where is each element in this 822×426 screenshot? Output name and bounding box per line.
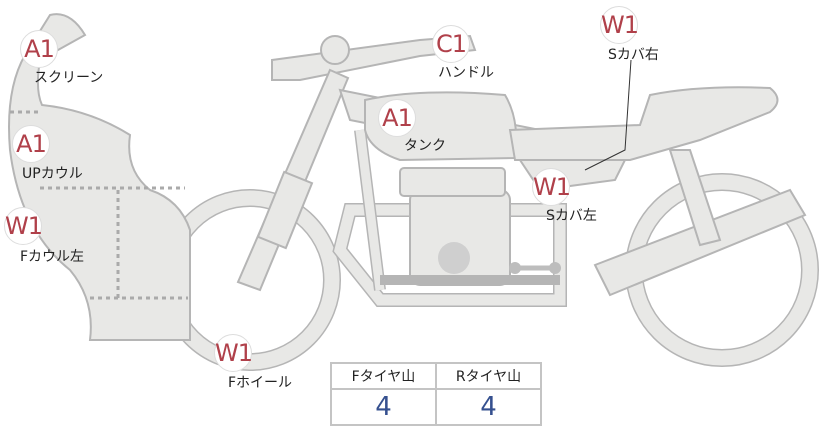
grade-badge-tank: A1 bbox=[378, 99, 416, 137]
front-cowl bbox=[8, 13, 191, 341]
part-label-tank: タンク bbox=[404, 138, 446, 154]
part-label-s-cover-left: Sカバ左 bbox=[546, 208, 597, 224]
rear-tire-value: 4 bbox=[435, 388, 542, 426]
part-label-handle: ハンドル bbox=[438, 65, 494, 81]
part-label-screen: スクリーン bbox=[34, 70, 104, 86]
part-label-up-cowl: UPカウル bbox=[22, 166, 83, 182]
part-label-f-wheel: Fホイール bbox=[228, 375, 293, 391]
tire-tread-table: Fタイヤ山 Rタイヤ山 4 4 bbox=[330, 362, 542, 426]
part-label-s-cover-right: Sカバ右 bbox=[608, 47, 659, 63]
grade-badge-up-cowl: A1 bbox=[12, 125, 50, 163]
grade-badge-f-wheel: W1 bbox=[214, 334, 253, 372]
grade-badge-s-cover-right: W1 bbox=[600, 6, 639, 44]
grade-badge-f-cowl-left: W1 bbox=[4, 207, 43, 245]
part-label-f-cowl-left: Fカウル左 bbox=[20, 249, 85, 265]
grade-badge-handle: C1 bbox=[432, 25, 470, 63]
rear-tire-header: Rタイヤ山 bbox=[435, 362, 542, 390]
seat bbox=[508, 86, 779, 161]
front-tire-header: Fタイヤ山 bbox=[330, 362, 437, 390]
grade-badge-screen: A1 bbox=[20, 30, 58, 68]
front-tire-value: 4 bbox=[330, 388, 437, 426]
grade-badge-s-cover-left: W1 bbox=[532, 168, 571, 206]
